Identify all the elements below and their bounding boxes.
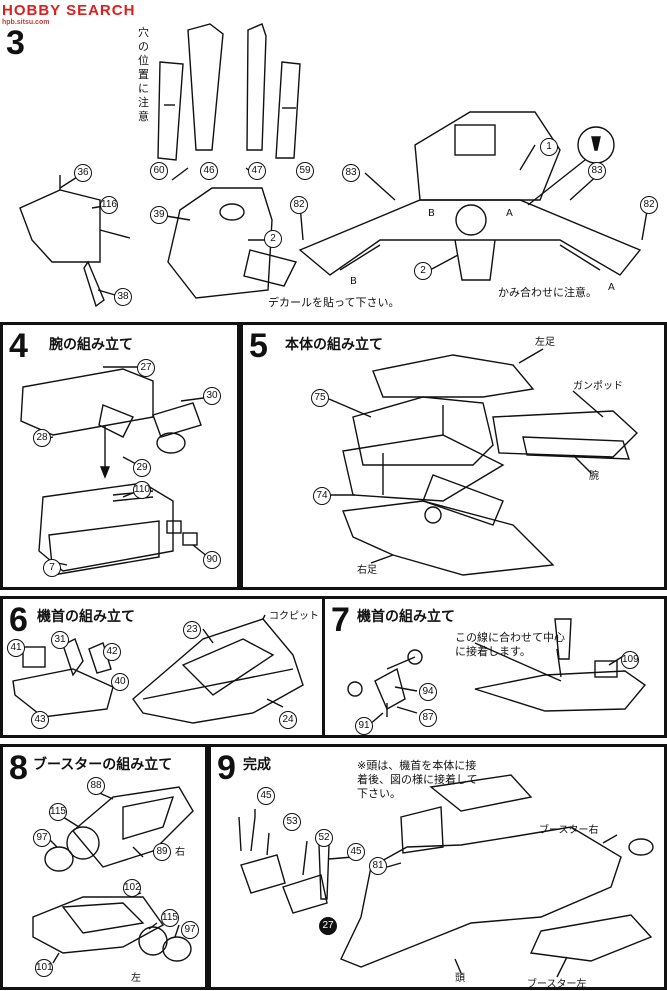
step-title: 本体の組み立て: [285, 337, 383, 353]
step-5-panel: 5 本体の組み立て 左足 ガンポッド 腕 右足 75 74: [240, 322, 667, 590]
note-hole-position: 穴の位置に注意: [138, 26, 149, 123]
part-number: 27: [319, 917, 337, 935]
part-number: 30: [203, 387, 221, 405]
step-5-illustration: [328, 348, 639, 576]
step-3-area: 3 穴の位置に注意 デカールを貼って下さ: [0, 0, 667, 318]
part-number: 40: [111, 673, 129, 691]
part-number: 59: [296, 162, 314, 180]
step-6-illustration: [12, 614, 304, 724]
part-number: 31: [51, 631, 69, 649]
step-title: 機首の組み立て: [357, 609, 455, 625]
part-number: 97: [33, 829, 51, 847]
part-number: 29: [133, 459, 151, 477]
part-number: 90: [203, 551, 221, 569]
step-8-panel: 8 ブースターの組み立て 右 左 88 115 97 89 102 115 97…: [0, 744, 208, 990]
label-gunpod: ガンポッド: [573, 381, 623, 392]
part-number: 74: [313, 487, 331, 505]
note-center-line: この線に合わせて中心に接着します。: [455, 631, 565, 658]
part-number: 97: [181, 921, 199, 939]
part-number: 82: [290, 196, 308, 214]
step-4-panel: 4 腕の組み立て 27 30 28 29 110 90 7: [0, 322, 240, 590]
step-7-panel: 7 機首の組み立て この線に合わせて中心に接着します。 109 94 87 91: [322, 596, 667, 738]
watermark-logo: HOBBY SEARCH hpb.sitsu.com: [2, 2, 135, 26]
label-a-outer: A: [608, 282, 615, 293]
step-title: ブースターの組み立て: [33, 757, 173, 773]
part-number: 36: [74, 164, 92, 182]
part-number: 102: [123, 879, 141, 897]
part-number: 38: [114, 288, 132, 306]
part-number: 7: [43, 559, 61, 577]
part-number: 75: [311, 389, 329, 407]
label-left: 左: [131, 973, 141, 984]
label-a-inner: A: [506, 208, 513, 219]
step-title: 腕の組み立て: [49, 337, 133, 353]
step-3-illustration: [19, 23, 649, 308]
part-number: 39: [150, 206, 168, 224]
part-number: 83: [588, 162, 606, 180]
step-9-illustration: [238, 774, 654, 978]
part-number: 45: [257, 787, 275, 805]
label-right: 右: [175, 847, 185, 858]
part-number: 115: [161, 909, 179, 927]
step-number: 8: [9, 749, 28, 787]
step-number: 5: [249, 327, 268, 365]
step-9-panel: 9 完成 ※頭は、機首を本体に接着後、図の様に接着して下さい。 ブースター右 ブ…: [208, 744, 667, 990]
step-number: 4: [9, 327, 28, 365]
label-booster-left: ブースター左: [527, 979, 587, 990]
part-number: 60: [150, 162, 168, 180]
label-cockpit: コクピット: [269, 611, 319, 622]
label-right-leg: 右足: [357, 565, 377, 576]
watermark-brand: HOBBY SEARCH: [2, 2, 136, 19]
step-title: 完成: [243, 757, 271, 773]
step-number: 3: [6, 24, 25, 62]
note-head-attach: ※頭は、機首を本体に接着後、図の様に接着して下さい。: [357, 759, 478, 800]
part-number: 27: [137, 359, 155, 377]
part-number: 82: [640, 196, 658, 214]
watermark-site: hpb.sitsu.com: [2, 19, 50, 26]
step-title: 機首の組み立て: [37, 609, 135, 625]
step-7-illustration: [347, 618, 647, 726]
part-number: 101: [35, 959, 53, 977]
label-left-leg: 左足: [535, 337, 555, 348]
part-number: 2: [414, 262, 432, 280]
label-arm: 腕: [589, 471, 599, 482]
part-number: 42: [103, 643, 121, 661]
part-number: 41: [7, 639, 25, 657]
part-number: 116: [100, 196, 118, 214]
step-number: 7: [331, 601, 350, 639]
part-number: 43: [31, 711, 49, 729]
label-b-inner: B: [428, 208, 435, 219]
part-number: 1: [540, 138, 558, 156]
part-number: 94: [419, 683, 437, 701]
part-number: 91: [355, 717, 373, 735]
note-gear-mesh: かみ合わせに注意。: [498, 286, 597, 299]
part-number: 81: [369, 857, 387, 875]
note-decal: デカールを貼って下さい。: [268, 296, 400, 309]
part-number: 88: [87, 777, 105, 795]
part-number: 89: [153, 843, 171, 861]
part-number: 83: [342, 164, 360, 182]
part-number: 28: [33, 429, 51, 447]
step-4-illustration: [20, 366, 212, 576]
part-number: 115: [49, 803, 67, 821]
label-booster-right: ブースター右: [539, 825, 599, 836]
step-number: 6: [9, 601, 28, 639]
step-6-panel: 6 機首の組み立て コクピット 31 41 42 40 43 23 24: [0, 596, 326, 738]
step-number: 9: [217, 749, 236, 787]
part-number: 45: [347, 843, 365, 861]
part-number: 110: [133, 481, 151, 499]
part-number: 24: [279, 711, 297, 729]
part-number: 47: [248, 162, 266, 180]
part-number: 46: [200, 162, 218, 180]
part-number: 52: [315, 829, 333, 847]
part-number: 2: [264, 230, 282, 248]
part-number: 23: [183, 621, 201, 639]
part-number: 109: [621, 651, 639, 669]
part-number: 87: [419, 709, 437, 727]
part-number: 53: [283, 813, 301, 831]
label-b-outer: B: [350, 276, 357, 287]
label-head: 頭: [455, 973, 465, 984]
